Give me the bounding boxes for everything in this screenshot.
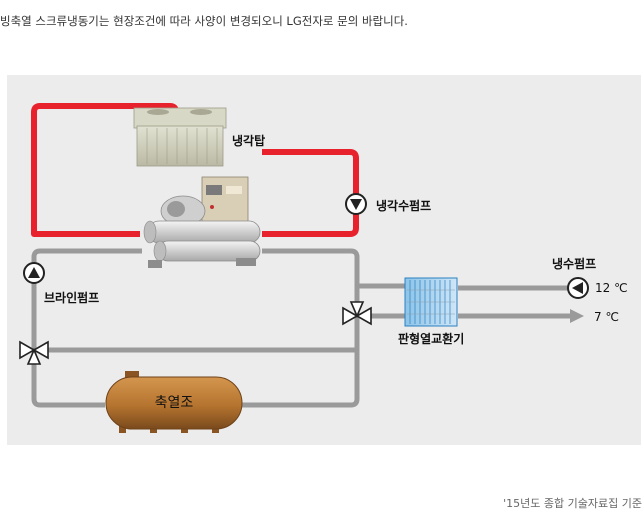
cooling-water-pump-label: 냉각수펌프 xyxy=(376,198,431,213)
brine-loop xyxy=(31,248,570,408)
brine-pump-label: 브라인펌프 xyxy=(44,290,99,305)
three-way-valve-icon xyxy=(342,301,372,326)
supply-temperature-label: 12 ℃ xyxy=(595,281,628,295)
screw-chiller xyxy=(143,176,261,268)
cooling-tower-label: 냉각탑 xyxy=(232,133,265,148)
chilled-water-pump-icon xyxy=(567,277,589,299)
ice-storage-tank xyxy=(105,371,243,433)
plate-heat-exchanger-label: 판형열교환기 xyxy=(398,331,464,346)
cooling-tower xyxy=(133,107,227,167)
brine-pump-icon xyxy=(23,262,45,284)
return-temperature-label: 7 ℃ xyxy=(594,310,619,324)
flow-arrow-icon xyxy=(570,309,584,323)
diagram-panel xyxy=(7,75,641,445)
spec-change-notice: 빙축열 스크류냉동기는 현장조건에 따라 사양이 변경되오니 LG전자로 문의 … xyxy=(0,14,408,28)
chilled-water-pump-label: 냉수펌프 xyxy=(552,256,596,271)
source-citation: '15년도 종합 기술자료집 기준 xyxy=(503,497,642,510)
plate-heat-exchanger xyxy=(404,277,458,327)
three-way-valve-icon xyxy=(19,340,49,365)
cooling-water-pump-icon xyxy=(345,193,367,215)
ice-storage-tank-label: 축열조 xyxy=(155,395,194,411)
